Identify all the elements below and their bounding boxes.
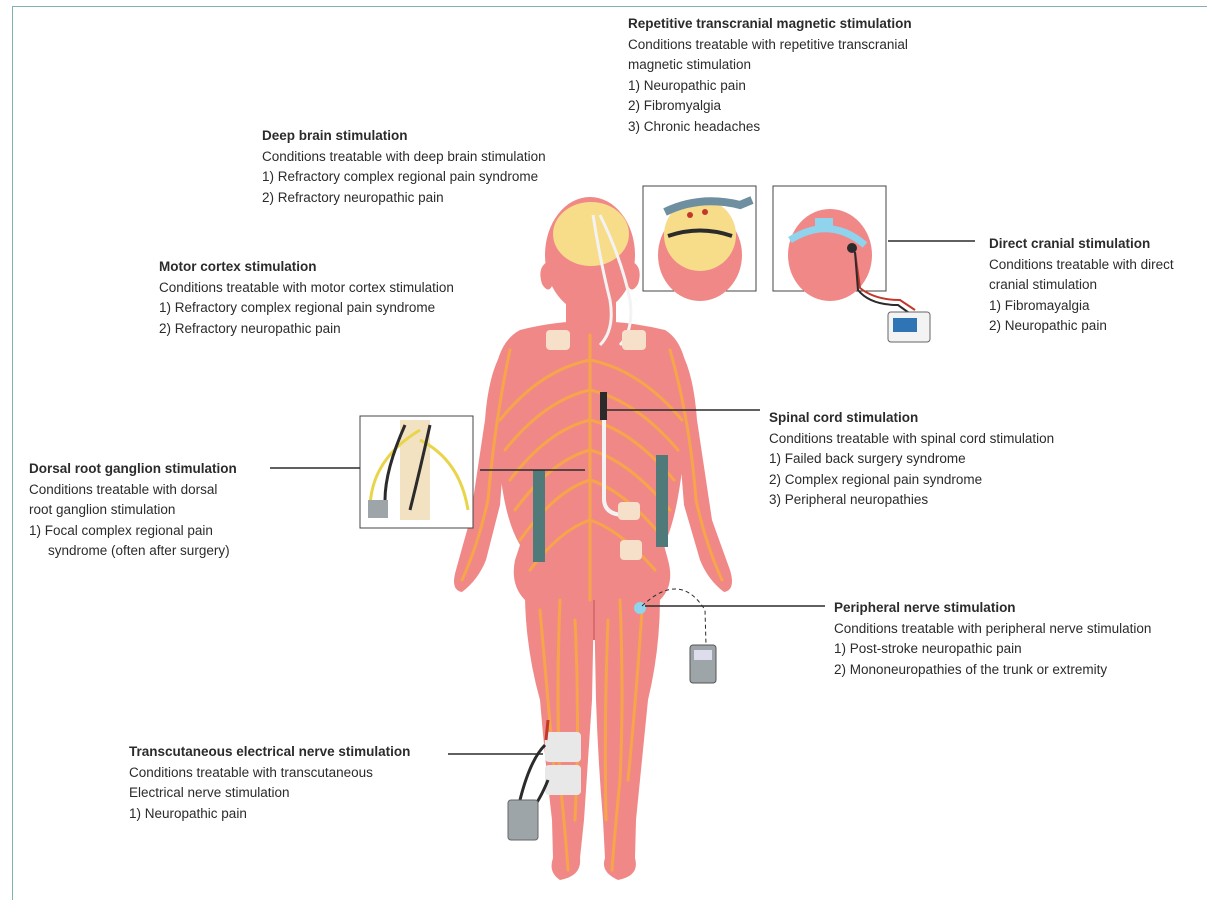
dbs-subtitle: Conditions treatable with deep brain sti…	[262, 147, 546, 168]
dbs-title: Deep brain stimulation	[262, 126, 546, 147]
dbs-label: Deep brain stimulation Conditions treata…	[262, 126, 546, 208]
dcs-title: Direct cranial stimulation	[989, 234, 1174, 255]
drg-subtitle-line-2: root ganglion stimulation	[29, 500, 237, 521]
drg-item-line-1: 1) Focal complex regional pain	[29, 521, 237, 542]
motor-cortex-pulse-generator	[546, 330, 570, 350]
scs-item: 1) Failed back surgery syndrome	[769, 449, 1054, 470]
dcs-subtitle-line-2: cranial stimulation	[989, 275, 1174, 296]
tens-title: Transcutaneous electrical nerve stimulat…	[129, 742, 410, 763]
drg-title: Dorsal root ganglion stimulation	[29, 459, 237, 480]
tens-back-pad-left	[533, 470, 545, 562]
drg-inset	[360, 416, 473, 528]
mcs-subtitle: Conditions treatable with motor cortex s…	[159, 278, 454, 299]
dbs-item: 1) Refractory complex regional pain synd…	[262, 167, 546, 188]
rtms-inset	[643, 186, 756, 301]
dcs-item: 2) Neuropathic pain	[989, 316, 1174, 337]
deep-brain-pulse-generator	[622, 330, 646, 350]
pns-subtitle: Conditions treatable with peripheral ner…	[834, 619, 1151, 640]
tens-subtitle-line-2: Electrical nerve stimulation	[129, 783, 410, 804]
tens-label: Transcutaneous electrical nerve stimulat…	[129, 742, 410, 824]
rtms-item: 2) Fibromyalgia	[628, 96, 912, 117]
drg-pulse-generator	[620, 540, 642, 560]
dbs-item: 2) Refractory neuropathic pain	[262, 188, 546, 209]
drg-subtitle-line-1: Conditions treatable with dorsal	[29, 480, 237, 501]
mcs-title: Motor cortex stimulation	[159, 257, 454, 278]
rtms-label: Repetitive transcranial magnetic stimula…	[628, 14, 912, 137]
dcs-label: Direct cranial stimulation Conditions tr…	[989, 234, 1174, 337]
mcs-item: 1) Refractory complex regional pain synd…	[159, 298, 454, 319]
scs-item: 3) Peripheral neuropathies	[769, 490, 1054, 511]
dcs-item: 1) Fibromayalgia	[989, 296, 1174, 317]
rtms-title: Repetitive transcranial magnetic stimula…	[628, 14, 912, 35]
scs-label: Spinal cord stimulation Conditions treat…	[769, 408, 1054, 511]
rtms-item: 3) Chronic headaches	[628, 117, 912, 138]
pns-item: 2) Mononeuropathies of the trunk or extr…	[834, 660, 1151, 681]
rtms-subtitle-line-2: magnetic stimulation	[628, 55, 912, 76]
pns-title: Peripheral nerve stimulation	[834, 598, 1151, 619]
mcs-item: 2) Refractory neuropathic pain	[159, 319, 454, 340]
scs-title: Spinal cord stimulation	[769, 408, 1054, 429]
drg-item-line-2: syndrome (often after surgery)	[29, 541, 237, 562]
mcs-label: Motor cortex stimulation Conditions trea…	[159, 257, 454, 339]
dcs-subtitle-line-1: Conditions treatable with direct	[989, 255, 1174, 276]
scs-item: 2) Complex regional pain syndrome	[769, 470, 1054, 491]
tens-subtitle-line-1: Conditions treatable with transcutaneous	[129, 763, 410, 784]
pns-label: Peripheral nerve stimulation Conditions …	[834, 598, 1151, 680]
rtms-item: 1) Neuropathic pain	[628, 76, 912, 97]
rtms-subtitle-line-1: Conditions treatable with repetitive tra…	[628, 35, 912, 56]
pns-item: 1) Post-stroke neuropathic pain	[834, 639, 1151, 660]
scs-subtitle: Conditions treatable with spinal cord st…	[769, 429, 1054, 450]
dcs-inset	[773, 186, 930, 342]
drg-label: Dorsal root ganglion stimulation Conditi…	[29, 459, 237, 562]
tens-back-pad-right	[656, 455, 668, 547]
tens-item: 1) Neuropathic pain	[129, 804, 410, 825]
